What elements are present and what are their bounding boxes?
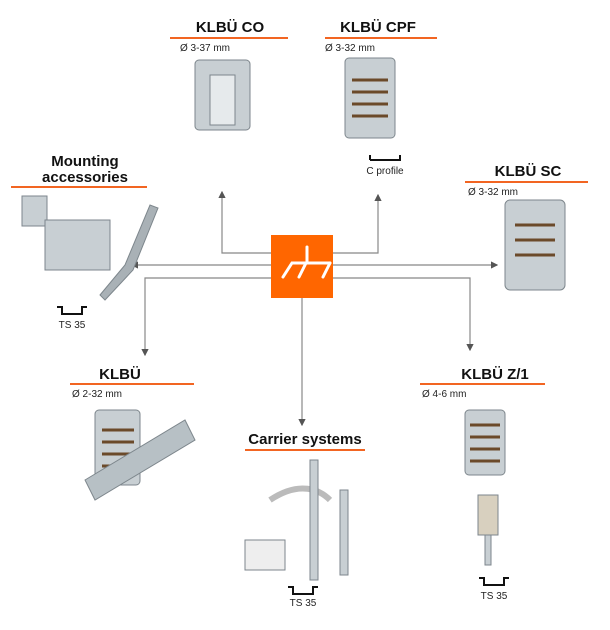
- divider: [325, 37, 437, 39]
- divider: [420, 383, 545, 385]
- divider: [170, 37, 288, 39]
- klbu-co-image: [194, 59, 251, 131]
- klbu-title: KLBÜ: [99, 366, 141, 383]
- klbu-co-title: KLBÜ CO: [195, 19, 265, 36]
- klbu-range: Ø 2-32 mm: [72, 389, 123, 400]
- klbu-cpf-range: Ø 3-32 mm: [325, 43, 376, 54]
- divider: [70, 383, 194, 385]
- carrier-systems-title: Carrier systems: [248, 431, 362, 448]
- klbu-co-range: Ø 3-37 mm: [180, 43, 231, 54]
- divider: [245, 449, 365, 451]
- klbu-z1-title: KLBÜ Z/1: [461, 366, 529, 383]
- divider: [11, 186, 147, 188]
- mounting-accessories-title-line2: accessories: [42, 169, 128, 186]
- ts35-rail-icon: [57, 306, 87, 315]
- carrier-systems-image: [244, 459, 349, 581]
- divider: [465, 181, 588, 183]
- ts35-caption: TS 35: [480, 591, 508, 602]
- klbu-z1-image: [464, 409, 506, 566]
- c-profile-icon: [369, 155, 401, 161]
- ts35-rail-icon: [288, 586, 318, 595]
- klbu-cpf-title: KLBÜ CPF: [340, 19, 416, 36]
- ground-symbol-icon: [271, 235, 333, 298]
- klbu-cpf-image: [344, 57, 396, 139]
- mounting-accessories-image: [21, 195, 159, 301]
- klbu-sc-image: [504, 199, 566, 291]
- klbu-image: [84, 409, 196, 501]
- ts35-caption: TS 35: [289, 598, 317, 609]
- line-co: [218, 190, 271, 254]
- klbu-sc-title: KLBÜ SC: [494, 163, 562, 180]
- ts35-caption: TS 35: [58, 320, 86, 331]
- c-profile-caption: C profile: [366, 166, 404, 177]
- ts35-rail-icon: [479, 577, 509, 586]
- line-klbu: [141, 277, 271, 357]
- mounting-accessories-title-line1: Mounting: [51, 153, 119, 170]
- line-z1: [333, 277, 474, 352]
- klbu-z1-range: Ø 4-6 mm: [422, 389, 467, 400]
- klbu-sc-range: Ø 3-32 mm: [468, 187, 519, 198]
- line-cpf: [333, 193, 382, 254]
